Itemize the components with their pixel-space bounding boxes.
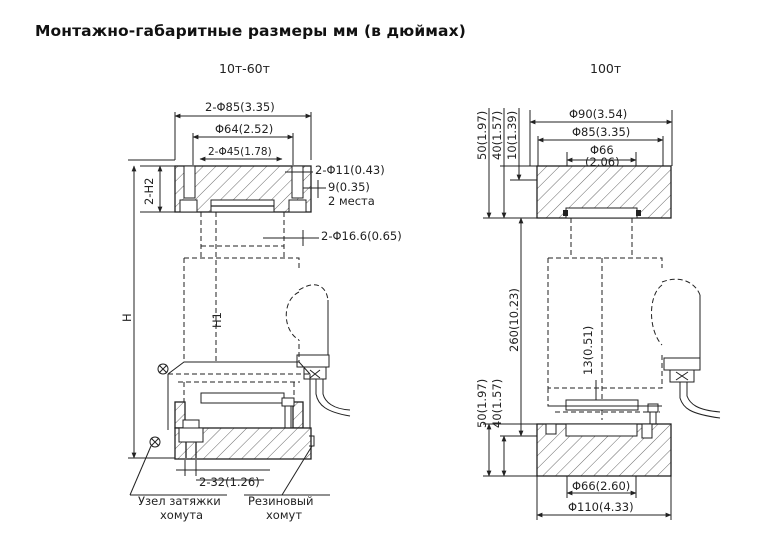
right-dim-d90: Φ90(3.54) (569, 107, 627, 121)
left-dim-d32: 2-32(1.26) (199, 475, 260, 489)
left-top-plate (174, 165, 312, 213)
left-dim-h1: H1 (210, 312, 224, 328)
left-dim-d11: 2-Φ11(0.43) (315, 163, 385, 177)
left-dim-d45: 2-Φ45(1.78) (208, 146, 272, 158)
right-dim-v50-bottom: 50(1.97) (475, 379, 489, 428)
right-caption: 100т (590, 61, 621, 76)
left-dim-h2: 2-H2 (142, 178, 156, 205)
right-dim-v40-bottom: 40(1.57) (490, 379, 504, 428)
right-dim-d85: Φ85(3.35) (572, 125, 630, 139)
right-dim-d110: Φ110(4.33) (568, 500, 634, 514)
left-dim-d16: 2-Φ16.6(0.65) (321, 229, 402, 243)
left-label-clamp-node-1: Узел затяжки (138, 494, 221, 508)
page-title: Монтажно-габаритные размеры мм (в дюймах… (35, 22, 466, 40)
left-dim-places: 2 места (328, 194, 375, 208)
left-caption: 10т-60т (219, 61, 270, 76)
left-drawing: 10т-60т 2-Φ85(3.35) Φ64(2.52) 2-Φ45(1.78… (120, 61, 402, 522)
left-dim-d64: Φ64(2.52) (215, 122, 273, 136)
left-label-rubber-2: хомут (266, 508, 302, 522)
left-label-rubber-1: Резиновый (248, 494, 314, 508)
right-dim-v10: 10(1.39) (505, 111, 519, 160)
right-dim-v40-top: 40(1.57) (490, 111, 504, 160)
left-dim-d85: 2-Φ85(3.35) (205, 100, 275, 114)
right-dim-v50-top: 50(1.97) (475, 111, 489, 160)
right-dim-d66-top: Φ66 (590, 143, 614, 157)
right-dim-v13: 13(0.51) (581, 326, 595, 375)
right-dim-v260: 260(10.23) (507, 288, 521, 352)
right-drawing: 100т Φ90(3.54) Φ85(3.35) Φ66 (2.06) 50(1… (475, 61, 721, 520)
left-label-clamp-node-2: хомута (160, 508, 203, 522)
left-dim-9: 9(0.35) (328, 180, 370, 194)
left-dim-h: H (120, 313, 134, 322)
right-dim-d66-bottom: Φ66(2.60) (572, 479, 630, 493)
left-base-plate (174, 427, 312, 460)
